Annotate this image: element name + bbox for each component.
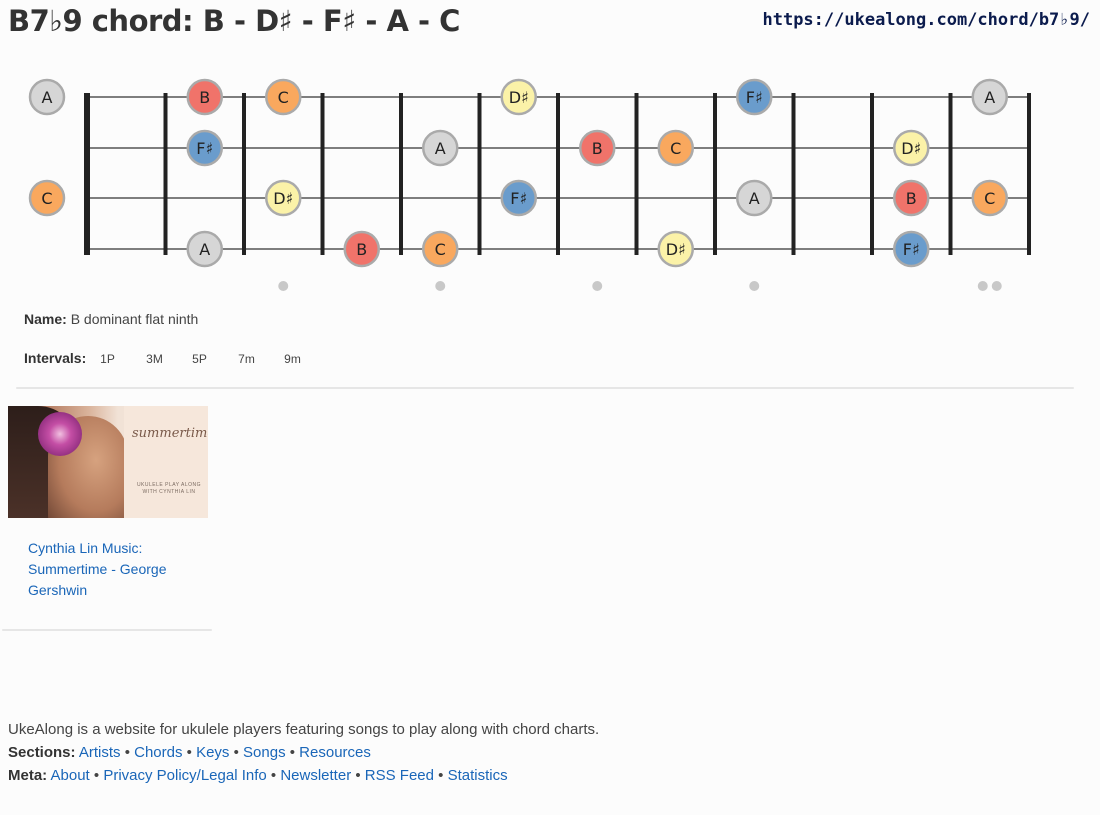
chord-intervals-label: Intervals: <box>24 350 87 366</box>
note-s3-f3[interactable]: D♯ <box>265 179 302 217</box>
footer-meta-link-rss-feed[interactable]: RSS Feed <box>364 767 434 784</box>
note-label: B <box>356 240 367 259</box>
note-s3-f6[interactable]: F♯ <box>500 179 537 217</box>
link-separator: • <box>433 767 448 784</box>
footer-description: UkeAlong is a website for ukulele player… <box>8 721 600 738</box>
fret-marker-5 <box>435 281 446 291</box>
note-s1-f2[interactable]: B <box>186 78 223 116</box>
footer-sections-label: Sections: <box>8 744 76 761</box>
note-label: A <box>435 139 446 158</box>
footer-meta-label: Meta: <box>8 767 48 784</box>
note-label: A <box>984 88 995 107</box>
thumbnail-panel <box>124 406 208 518</box>
fret-marker-12b <box>991 281 1002 291</box>
note-label: D♯ <box>509 88 529 107</box>
chord-name-line: Name: B dominant flat ninth <box>24 311 198 327</box>
thumbnail-small-text: UKULELE PLAY ALONG WITH CYNTHIA LIN <box>136 482 202 495</box>
note-s4-f5[interactable]: C <box>422 230 459 268</box>
interval-4: 7m <box>238 352 255 366</box>
note-label: F♯ <box>746 88 763 107</box>
interval-3: 5P <box>192 352 207 366</box>
note-label: A <box>199 240 210 259</box>
note-s3-f9[interactable]: A <box>736 179 773 217</box>
footer-section-link-artists[interactable]: Artists <box>78 744 121 761</box>
note-label: F♯ <box>196 139 213 158</box>
note-label: C <box>984 189 995 208</box>
note-s2-f7[interactable]: B <box>579 129 616 167</box>
link-separator: • <box>229 744 244 761</box>
note-s2-f8[interactable]: C <box>657 129 694 167</box>
note-open-s3[interactable]: C <box>28 179 66 217</box>
note-label: C <box>435 240 446 259</box>
video-thumbnail[interactable]: summertime UKULELE PLAY ALONG WITH CYNTH… <box>8 406 208 518</box>
note-s1-f6[interactable]: D♯ <box>500 78 537 116</box>
chord-name-label: Name: <box>24 311 67 327</box>
note-label: B <box>906 189 917 208</box>
footer-section-link-chords[interactable]: Chords <box>134 744 183 761</box>
note-label: D♯ <box>273 189 293 208</box>
fret-marker-3 <box>278 281 289 291</box>
footer-section-link-keys[interactable]: Keys <box>196 744 230 761</box>
note-label: A <box>749 189 760 208</box>
note-s3-f12[interactable]: C <box>971 179 1008 217</box>
fretboard-diagram: A C B C D♯ F♯ A F♯ A B C D♯ D♯ F♯ A B C A B C D♯ F♯ <box>28 78 1031 291</box>
note-s1-f12[interactable]: A <box>971 78 1008 116</box>
note-s2-f11[interactable]: D♯ <box>893 129 930 167</box>
section-divider <box>16 387 1074 389</box>
link-separator: • <box>120 744 135 761</box>
link-separator: • <box>285 744 300 761</box>
fret-marker-7 <box>592 281 603 291</box>
note-s1-f9[interactable]: F♯ <box>736 78 773 116</box>
note-s4-f4[interactable]: B <box>343 230 380 268</box>
related-video-link[interactable]: Cynthia Lin Music: Summertime - George G… <box>28 540 167 598</box>
note-label: C <box>278 88 289 107</box>
link-separator: • <box>351 767 365 784</box>
footer-sections: Sections: Artists • Chords • Keys • Song… <box>8 741 599 764</box>
footer-meta-links: About • Privacy Policy/Legal Info • News… <box>51 767 508 784</box>
note-label: D♯ <box>901 139 921 158</box>
footer-sections-links: Artists • Chords • Keys • Songs • Resour… <box>79 744 371 761</box>
note-s2-f2[interactable]: F♯ <box>186 129 223 167</box>
link-separator: • <box>266 767 281 784</box>
note-s4-f2[interactable]: A <box>186 230 223 268</box>
note-s1-f3[interactable]: C <box>265 78 302 116</box>
interval-2: 3M <box>146 352 163 366</box>
fret-marker-12a <box>977 281 988 291</box>
note-s2-f5[interactable]: A <box>422 129 459 167</box>
fret-marker-9 <box>749 281 760 291</box>
site-footer: UkeAlong is a website for ukulele player… <box>8 718 599 787</box>
note-open-s1[interactable]: A <box>28 78 66 116</box>
page-url[interactable]: https://ukealong.com/chord/b7♭9/ <box>762 10 1090 30</box>
footer-section-link-songs[interactable]: Songs <box>243 744 286 761</box>
note-label: C <box>670 139 681 158</box>
note-label: A <box>42 88 53 107</box>
note-label: F♯ <box>510 189 527 208</box>
note-s3-f11[interactable]: B <box>893 179 930 217</box>
note-label: B <box>199 88 210 107</box>
footer-meta-link-newsletter[interactable]: Newsletter <box>280 767 352 784</box>
link-separator: • <box>89 767 104 784</box>
interval-1: 1P <box>100 352 115 366</box>
footer-meta-link-about[interactable]: About <box>50 767 90 784</box>
related-video-card[interactable]: summertime UKULELE PLAY ALONG WITH CYNTH… <box>8 406 208 601</box>
note-label: B <box>592 139 603 158</box>
thumbnail-script-text: summertime <box>132 426 208 441</box>
footer-section-link-resources[interactable]: Resources <box>299 744 371 761</box>
note-s4-f8[interactable]: D♯ <box>657 230 694 268</box>
link-separator: • <box>182 744 197 761</box>
note-label: D♯ <box>666 240 686 259</box>
interval-5: 9m <box>284 352 301 366</box>
footer-meta-link-statistics[interactable]: Statistics <box>447 767 508 784</box>
interval-list: 1P 3M 5P 7m 9m <box>90 350 320 366</box>
note-label: F♯ <box>903 240 920 259</box>
footer-meta-link-privacy-policy-legal-info[interactable]: Privacy Policy/Legal Info <box>103 767 267 784</box>
chord-name-value: B dominant flat ninth <box>70 311 199 327</box>
page-title: B7♭9 chord: B - D♯ - F♯ - A - C <box>8 4 460 38</box>
thumbnail-flower <box>38 412 82 456</box>
card-divider <box>2 629 212 631</box>
note-label: C <box>41 189 52 208</box>
note-s4-f11[interactable]: F♯ <box>893 230 930 268</box>
footer-meta: Meta: About • Privacy Policy/Legal Info … <box>8 764 599 787</box>
chord-intervals-line: Intervals: 1P 3M 5P 7m 9m <box>24 350 320 366</box>
